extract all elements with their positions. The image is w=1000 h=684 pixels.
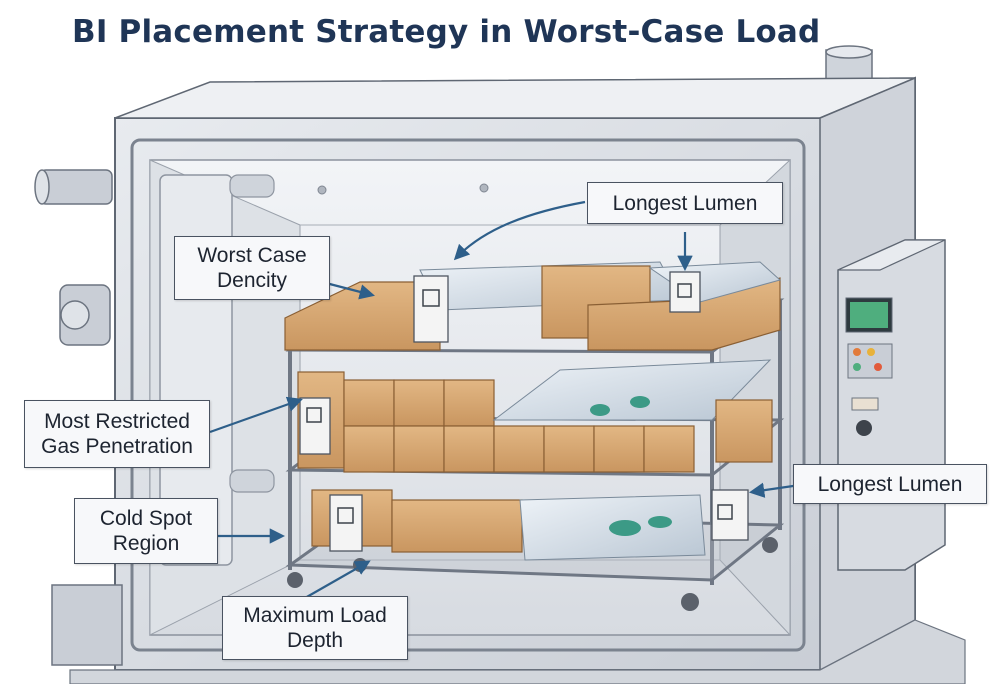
chamber-body [114, 76, 916, 672]
callout-label-line2: Depth [286, 629, 344, 652]
callout-label-line1: Cold Spot [99, 507, 193, 530]
callout-label-line2: Gas Penetration [41, 435, 193, 458]
control-panel [837, 239, 946, 571]
callout-worst-case-density: Worst Case Dencity [174, 236, 330, 300]
callout-label-line1: Maximum Load [243, 604, 387, 627]
middle-shelf-load [297, 359, 773, 473]
callout-cold-spot-region: Cold Spot Region [74, 498, 218, 564]
biological-indicator [299, 271, 749, 552]
callout-label: Longest Lumen [612, 191, 758, 215]
callout-label-line2: Dencity [216, 269, 288, 292]
callout-most-restricted-gas-penetration: Most Restricted Gas Penetration [24, 400, 210, 468]
callout-label-line1: Most Restricted [44, 410, 190, 433]
chamber-base [51, 584, 966, 684]
page-title: BI Placement Strategy in Worst-Case Load [72, 14, 821, 50]
callout-label: Longest Lumen [817, 472, 963, 496]
callout-longest-lumen-top: Longest Lumen [587, 182, 783, 224]
callout-label-line1: Worst Case [197, 244, 307, 267]
left-pipes [34, 169, 113, 346]
callout-longest-lumen-right: Longest Lumen [793, 464, 987, 504]
callout-arrows [209, 200, 801, 599]
callout-label-line2: Region [112, 532, 180, 555]
callout-maximum-load-depth: Maximum Load Depth [222, 596, 408, 660]
